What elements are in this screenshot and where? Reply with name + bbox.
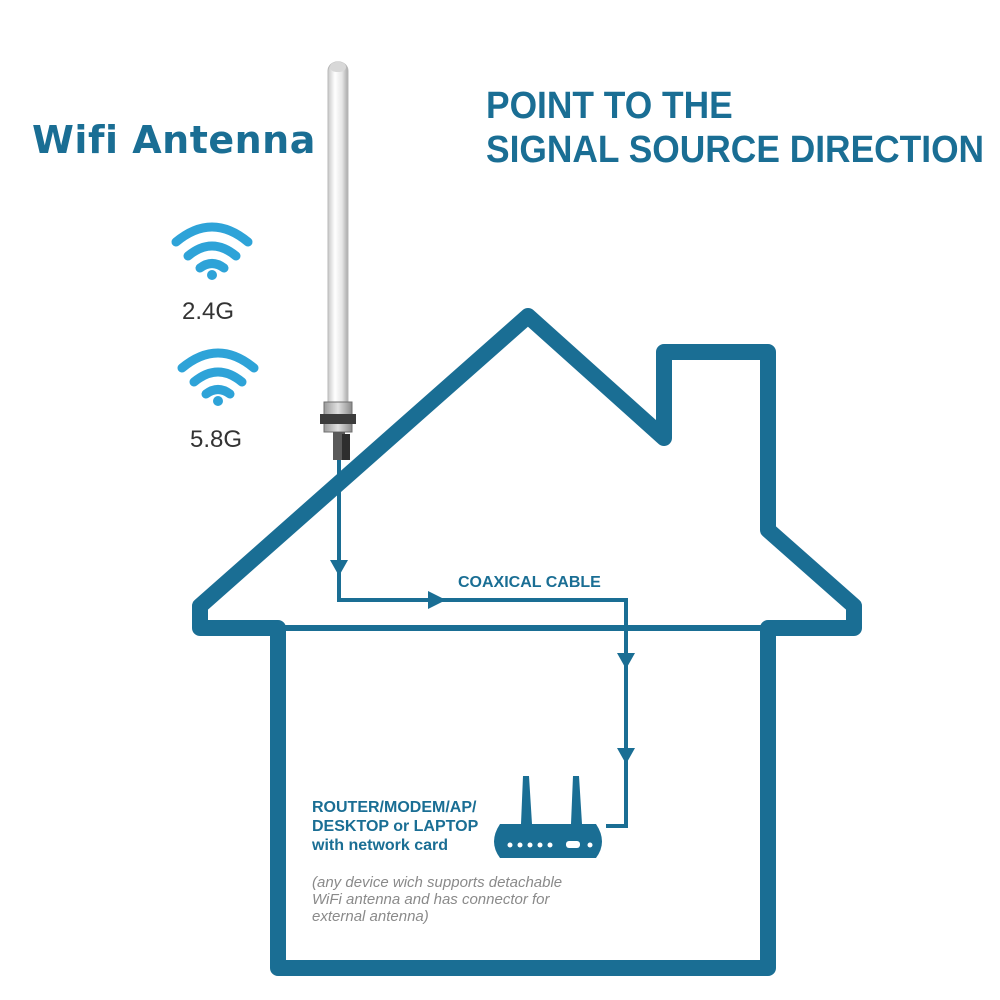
band-label-5-8g: 5.8G <box>190 426 243 453</box>
wifi-dot <box>213 396 223 406</box>
device-label-line-2: DESKTOP or LAPTOP <box>312 818 479 835</box>
device-note-line-1: (any device wich supports detachable <box>312 874 563 891</box>
router-icon <box>494 776 602 858</box>
wifi-dot <box>207 270 217 280</box>
cable-arrow-icons <box>330 560 635 764</box>
arrow-right-icon <box>428 591 446 609</box>
band-label-2-4g: 2.4G <box>182 298 235 325</box>
headline-line-2: SIGNAL SOURCE DIRECTION <box>486 129 985 171</box>
coaxial-cable <box>337 458 628 828</box>
cable-label: COAXICAL CABLE <box>458 574 601 591</box>
device-label-line-3: with network card <box>312 837 449 854</box>
device-note: (any device wich supports detachable WiF… <box>312 874 562 925</box>
antenna-title: Wifi Antenna <box>32 118 316 162</box>
headline-line-1: POINT TO THE <box>486 85 733 127</box>
antenna-icon <box>320 61 356 460</box>
headline: POINT TO THE SIGNAL SOURCE DIRECTION <box>486 84 984 172</box>
house-outline <box>192 308 862 976</box>
device-label: ROUTER/MODEM/AP/ DESKTOP or LAPTOP with … <box>312 798 478 855</box>
device-note-line-3: external antenna) <box>312 908 429 925</box>
device-note-line-2: WiFi antenna and has connector for <box>312 891 550 908</box>
arrow-down-icon <box>617 653 635 669</box>
device-label-line-1: ROUTER/MODEM/AP/ <box>312 799 477 816</box>
wifi-icon <box>171 222 253 273</box>
arrow-down-icon <box>330 560 348 576</box>
arrow-down-icon <box>617 748 635 764</box>
wifi-icon <box>177 348 259 399</box>
